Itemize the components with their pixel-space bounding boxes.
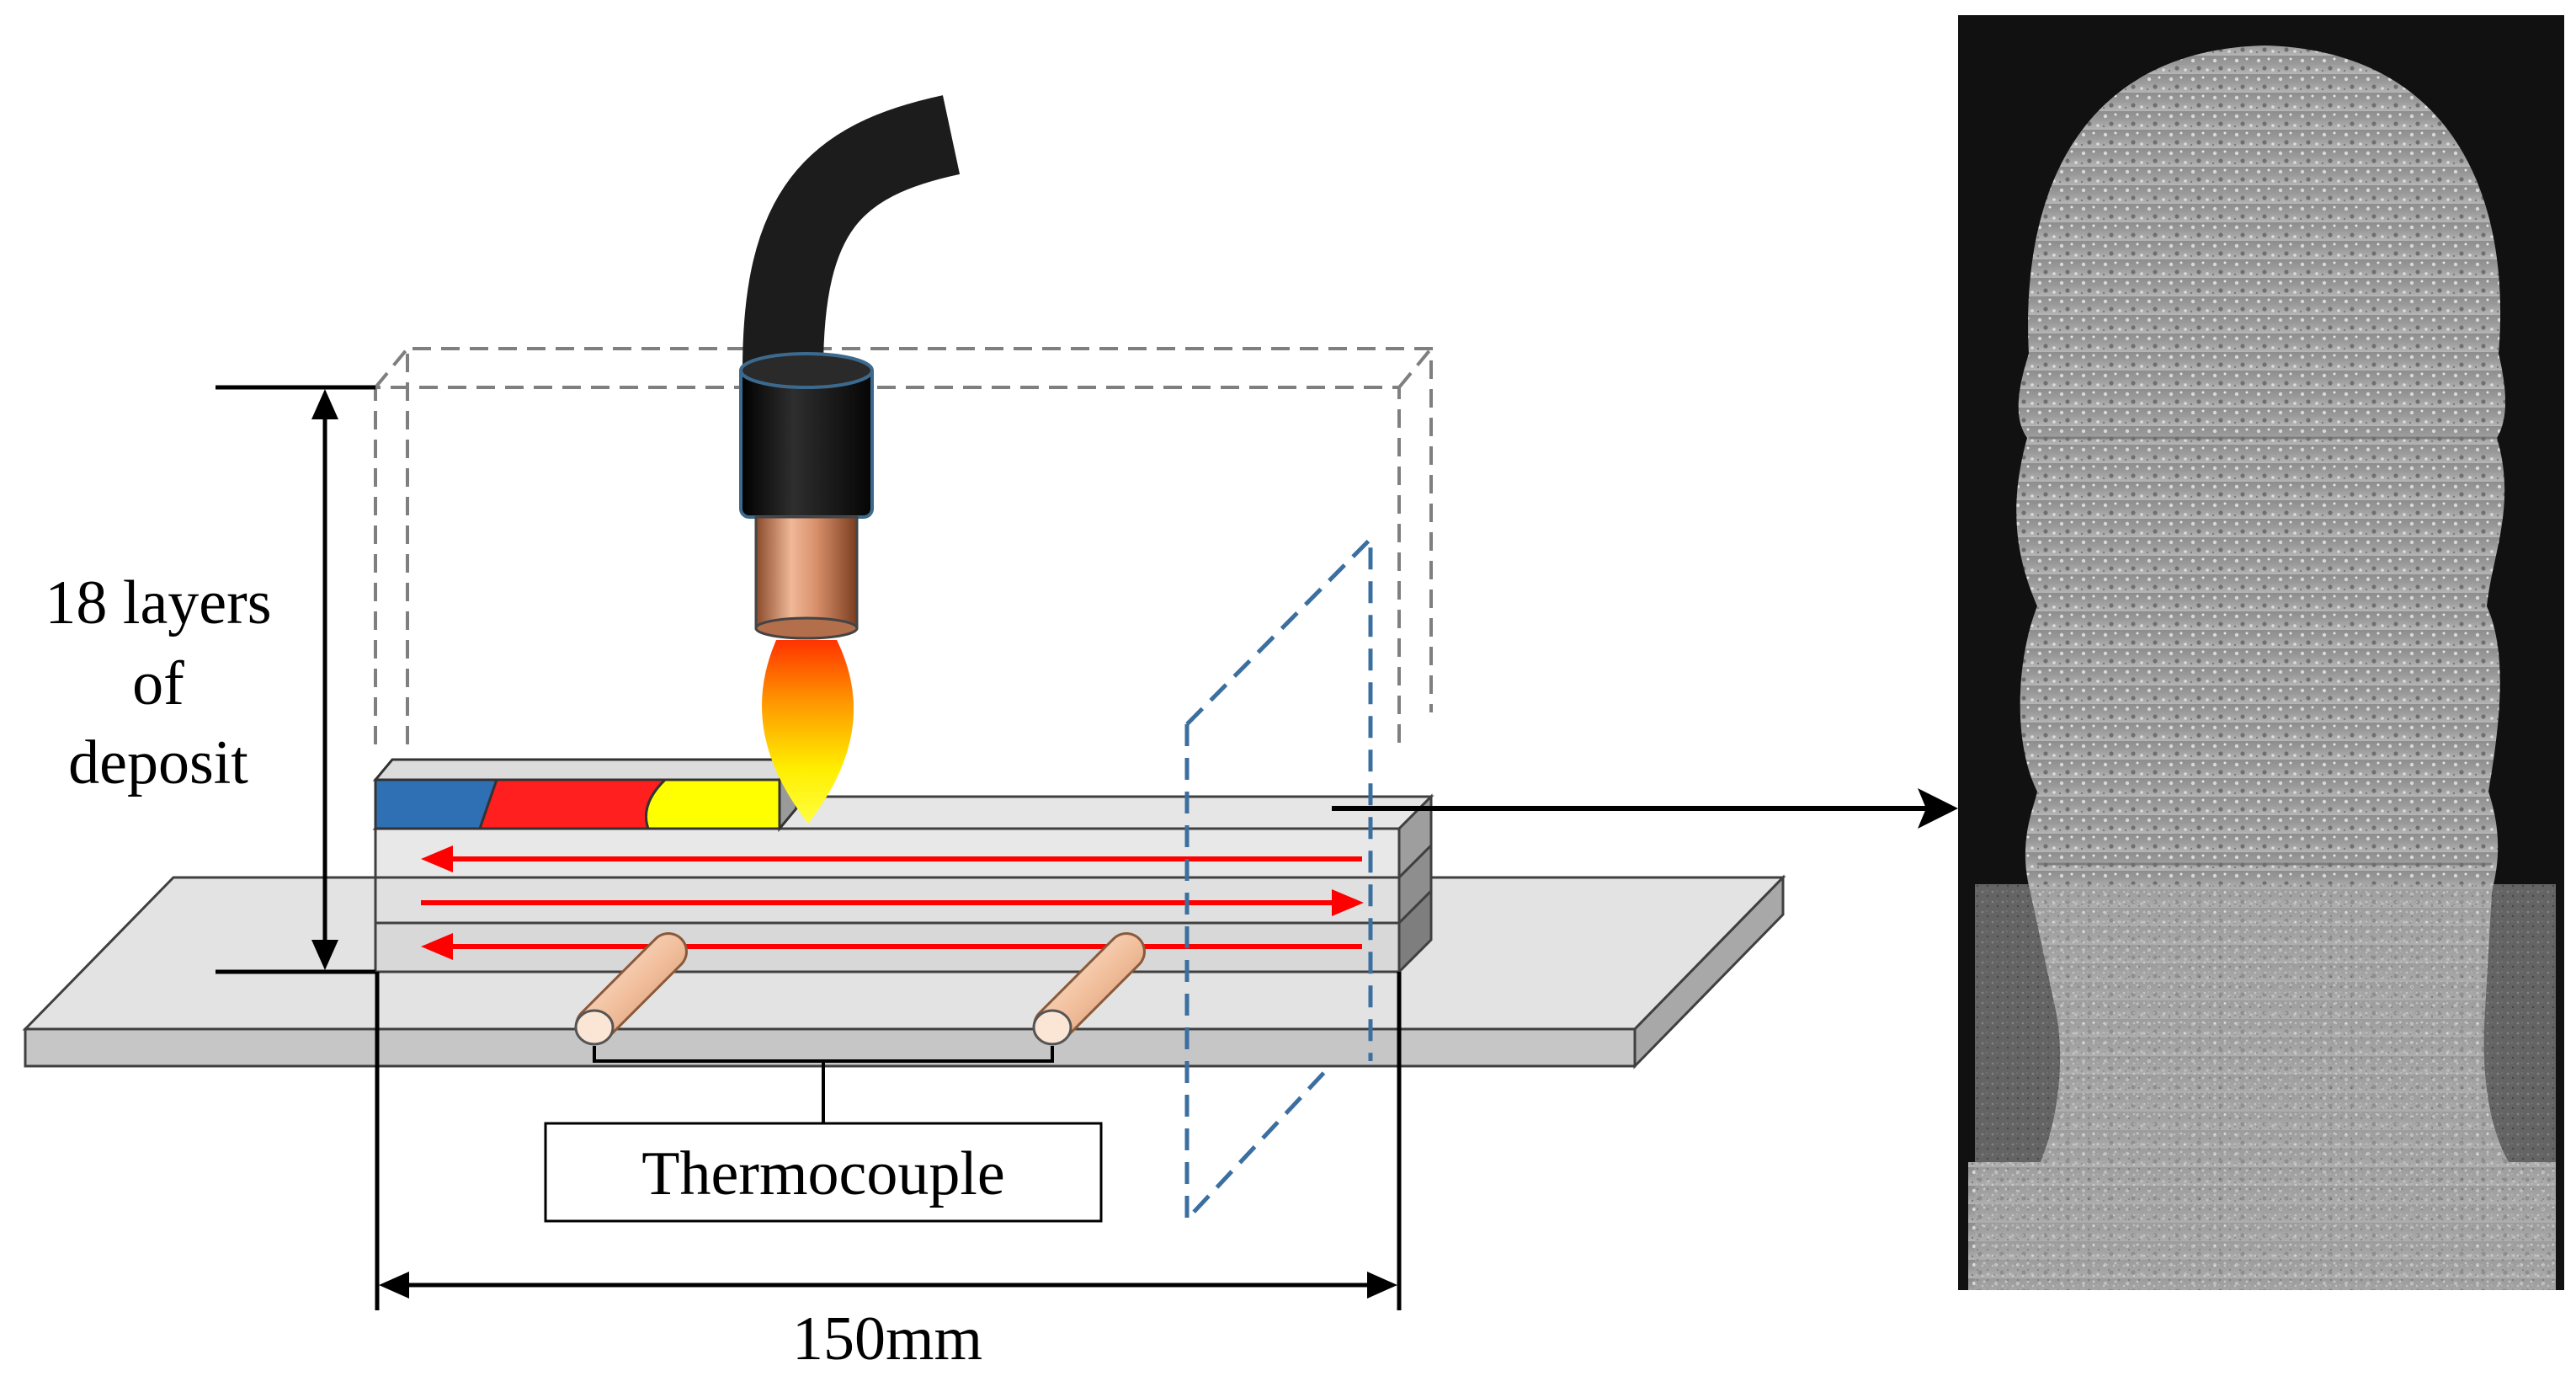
current-layer-bead <box>372 755 800 833</box>
deposition-direction-arrows <box>421 845 1364 960</box>
final-wall-outline <box>374 347 1433 744</box>
thermocouple-right <box>1032 932 1146 1046</box>
arrowhead-left-3 <box>421 933 453 960</box>
thermocouple-label: Thermocouple <box>641 1139 1005 1208</box>
thermocouple-label-box <box>544 1122 1103 1223</box>
macrograph-fine-zone <box>1975 884 2556 1290</box>
welding-torch <box>739 95 961 824</box>
cut-plane <box>1184 533 1373 1225</box>
layers-label-line1: 18 layers <box>45 568 271 637</box>
arc-flame <box>762 640 854 824</box>
height-dimension <box>216 385 375 974</box>
thermocouple-left <box>574 932 688 1046</box>
section-pointer-arrow <box>1332 788 1958 829</box>
torch-hose <box>742 95 961 371</box>
layers-label-line2: of <box>132 649 184 718</box>
cross-section-macrograph <box>1958 15 2564 1290</box>
arrowhead-left-1 <box>421 845 453 872</box>
contact-nozzle <box>754 515 859 630</box>
arrowhead-right-2 <box>1332 889 1364 916</box>
length-label: 150mm <box>792 1304 982 1373</box>
thermocouples: Thermocouple <box>544 932 1146 1223</box>
length-dimension <box>375 972 1402 1310</box>
layers-label-line3: deposit <box>68 728 248 797</box>
